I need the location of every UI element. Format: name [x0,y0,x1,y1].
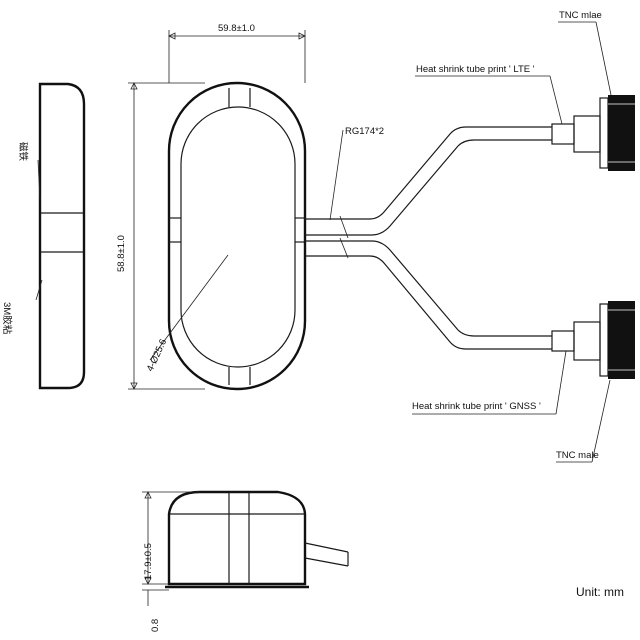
label-base: 0.8 [150,619,161,632]
label-tnc-top: TNC mlae [559,10,602,21]
connector-lte: Heat shrink tube print ' LTE ' TNC mlae [415,10,635,171]
label-cable: RG174*2 [345,126,384,137]
label-heat-shrink-gnss: Heat shrink tube print ' GNSS ' [412,401,541,412]
label-heat-shrink-lte: Heat shrink tube print ' LTE ' [416,64,535,75]
top-view: 4-Ø25.6 [145,81,307,391]
side-view: 磁铁 3M胶粘 [1,82,86,390]
label-side-top: 磁铁 [17,142,29,162]
cables: RG174*2 [305,126,552,350]
label-thickness: 17.9±0.5 [143,543,154,580]
connector-gnss: Heat shrink tube print ' GNSS ' TNC male [412,301,635,463]
unit-label: Unit: mm [576,585,624,599]
label-width: 59.8±1.0 [218,23,255,34]
thickness-dimension: 17.9±0.5 0.8 [142,491,200,632]
width-dimension: 59.8±1.0 [168,23,306,83]
label-hole-diameter: 4-Ø25.6 [145,338,169,374]
label-side-bottom: 3M胶粘 [1,302,13,335]
height-dimension: 58.8±1.0 [116,82,205,390]
front-view [165,490,349,589]
label-tnc-bottom: TNC male [556,450,599,461]
label-height: 58.8±1.0 [116,235,127,272]
